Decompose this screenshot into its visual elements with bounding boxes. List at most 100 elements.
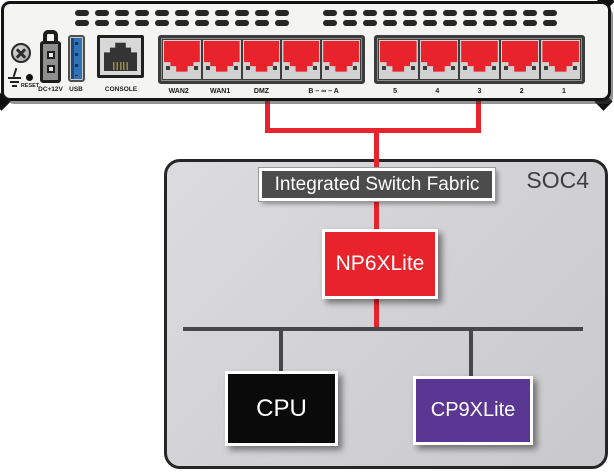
vent-slot: [175, 20, 189, 26]
vent-slot: [523, 10, 537, 16]
ethernet-port: [500, 40, 540, 79]
vent-slot: [235, 20, 249, 26]
vent-slot: [135, 20, 149, 26]
vent-slot: [383, 10, 397, 16]
vent-slot: [523, 20, 537, 26]
rj45-jack: [323, 41, 359, 72]
ethernet-port: [282, 40, 321, 79]
vent-slot: [383, 20, 397, 26]
vent-slot: [403, 20, 417, 26]
console-port: [97, 35, 144, 78]
vent-slot: [343, 20, 357, 26]
vent-slot: [75, 20, 89, 26]
connector-line-red: [476, 100, 481, 133]
dc-power-clip: [43, 30, 58, 44]
reset-button: [26, 74, 33, 81]
vent-slot: [235, 10, 249, 16]
vent-slot: [463, 20, 477, 26]
rj45-jack: [542, 41, 579, 72]
vent-slot: [483, 10, 497, 16]
vent-slot: [403, 10, 417, 16]
dc-power-label: DC+12V: [38, 86, 63, 93]
soc-title: SOC4: [526, 167, 589, 193]
ethernet-port: [242, 40, 281, 79]
connector-line-gray: [279, 329, 283, 373]
port-label: 1: [561, 88, 566, 95]
ethernet-port: [322, 40, 360, 79]
vent-slot: [423, 20, 437, 26]
ethernet-port: [419, 40, 459, 79]
screw-icon: [11, 43, 31, 63]
ethernet-port: [163, 40, 201, 79]
port-label: 4: [435, 88, 440, 95]
vent-slot: [275, 20, 289, 26]
connector-line-red: [265, 100, 270, 133]
port-label: WAN1: [209, 88, 231, 95]
bus-line: [183, 327, 583, 331]
ground-symbol-icon: [7, 67, 23, 90]
connector-line-red: [265, 128, 481, 133]
vent-slot: [363, 10, 377, 16]
port-label: WAN2: [168, 88, 189, 95]
vent-slot: [115, 10, 129, 16]
port-group-right: [374, 35, 585, 84]
vent-slot: [443, 20, 457, 26]
vent-slot: [155, 20, 169, 26]
rj45-jack: [380, 41, 417, 72]
port-label: 2: [519, 88, 524, 95]
ethernet-port: [379, 40, 418, 79]
vent-slot: [195, 20, 209, 26]
vent-slot: [363, 20, 377, 26]
vent-slot: [503, 10, 517, 16]
port-label-row: WAN2 WAN1 DMZ B – ∞ – A: [158, 88, 365, 95]
dc-pin-hole: [46, 65, 55, 74]
cpu-box: CPU: [225, 371, 338, 446]
vent-slot: [175, 10, 189, 16]
soc-block: SOC4: [164, 159, 608, 469]
dc-pin-hole: [46, 50, 55, 59]
rj45-jack: [164, 41, 200, 72]
port-group-left: [158, 35, 365, 84]
network-processor-box: NP6XLite: [322, 229, 438, 299]
vent-slot: [483, 20, 497, 26]
usb-label: USB: [69, 86, 83, 93]
port-label: DMZ: [253, 88, 270, 95]
vent-slot: [463, 10, 477, 16]
vent-slot: [343, 10, 357, 16]
rj45-jack: [203, 41, 240, 72]
content-processor-box: CP9XLite: [413, 376, 533, 445]
ethernet-port: [460, 40, 499, 79]
vent-grille: [323, 10, 557, 26]
port-label-row: 5 4 3 2 1: [374, 88, 585, 95]
rj45-jack: [420, 41, 458, 72]
vent-slot: [255, 20, 269, 26]
vent-slot: [275, 10, 289, 16]
vent-slot: [323, 10, 337, 16]
vent-slot: [75, 10, 89, 16]
vent-slot: [255, 10, 269, 16]
vent-slot: [95, 20, 109, 26]
port-label: B – ∞ – A: [308, 88, 339, 95]
dc-power-connector: [40, 41, 61, 83]
connector-line-gray: [469, 329, 473, 378]
ethernet-port: [202, 40, 241, 79]
vent-slot: [323, 20, 337, 26]
vent-slot: [543, 20, 557, 26]
vent-slot: [115, 20, 129, 26]
vent-slot: [135, 10, 149, 16]
integrated-switch-fabric-box: Integrated Switch Fabric: [258, 167, 496, 202]
vent-slot: [543, 10, 557, 16]
rj45-pins: [113, 62, 129, 70]
reset-label: RESET: [20, 83, 40, 89]
port-label: 5: [393, 88, 398, 95]
vent-slot: [155, 10, 169, 16]
vent-slot: [215, 20, 229, 26]
vent-slot: [215, 10, 229, 16]
rj45-jack: [461, 41, 498, 72]
console-label: CONSOLE: [104, 86, 138, 93]
vent-slot: [423, 10, 437, 16]
port-label: 3: [477, 88, 482, 95]
usb-connector: [71, 38, 82, 79]
usb-port: [68, 35, 85, 82]
